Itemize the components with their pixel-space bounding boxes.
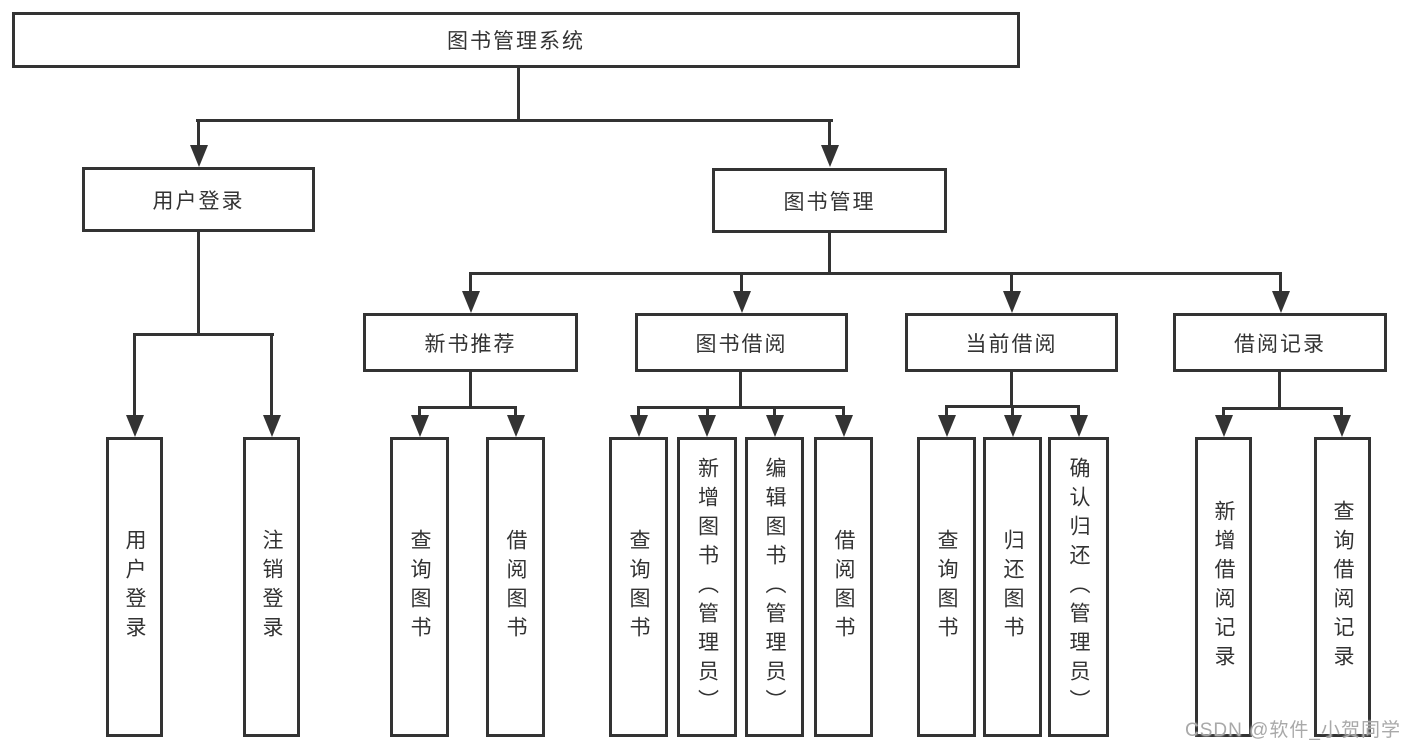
leaf-records-query-borrow-record: 查询借阅记录 <box>1314 437 1371 737</box>
connector-drop-current-return <box>1011 405 1014 417</box>
leaf-borrowing-add-books-admin: 新增图书（管理员） <box>677 437 737 737</box>
csdn-watermark: CSDN @软件_小贺同学 <box>1185 720 1401 741</box>
connector-borrowing-stem <box>739 372 742 409</box>
connector-drop-borrowing-add <box>706 406 709 417</box>
arrowhead-book-borrow <box>733 291 751 313</box>
connector-drop-newbook-query <box>418 406 421 417</box>
connector-drop-current-borrow <box>1010 272 1013 292</box>
connector-records-crossbar <box>1222 407 1342 410</box>
arrowhead-current-query <box>938 415 956 437</box>
node-library-management-system: 图书管理系统 <box>12 12 1020 68</box>
connector-drop-current-confirm <box>1077 405 1080 417</box>
leaf-borrowing-borrow-books: 借阅图书 <box>814 437 873 737</box>
connector-drop-book-borrow <box>740 272 743 292</box>
leaf-logout: 注销登录 <box>243 437 300 737</box>
connector-drop-book-management <box>828 119 831 147</box>
connector-drop-newbook-borrow <box>514 406 517 417</box>
arrowhead-current-return <box>1004 415 1022 437</box>
connector-borrowing-crossbar <box>637 406 845 409</box>
arrowhead-borrowing-edit <box>766 415 784 437</box>
connector-drop-user-login <box>197 119 200 147</box>
node-book-management: 图书管理 <box>712 168 947 233</box>
connector-drop-borrowing-edit <box>773 406 776 417</box>
connector-drop-login-leaf <box>133 333 136 415</box>
connector-book-mgmt-crossbar <box>469 272 1282 275</box>
connector-drop-records-add <box>1222 407 1225 417</box>
arrowhead-user-login <box>190 145 208 167</box>
connector-drop-borrow-records <box>1279 272 1282 292</box>
arrowhead-borrowing-borrow <box>835 415 853 437</box>
leaf-user-login: 用户登录 <box>106 437 163 737</box>
arrowhead-borrow-records <box>1272 291 1290 313</box>
connector-newbook-stem <box>469 372 472 409</box>
arrowhead-borrowing-query <box>630 415 648 437</box>
node-current-borrowing: 当前借阅 <box>905 313 1118 372</box>
arrowhead-new-book <box>462 291 480 313</box>
arrowhead-current-borrow <box>1003 291 1021 313</box>
leaf-current-return-books: 归还图书 <box>983 437 1042 737</box>
leaf-current-confirm-return-admin: 确认归还（管理员） <box>1048 437 1109 737</box>
arrowhead-records-query <box>1333 415 1351 437</box>
connector-drop-records-query <box>1340 407 1343 417</box>
connector-user-login-crossbar <box>133 333 274 336</box>
arrowhead-borrowing-add <box>698 415 716 437</box>
leaf-recommend-query-books: 查询图书 <box>390 437 449 737</box>
node-new-book-recommendation: 新书推荐 <box>363 313 578 372</box>
leaf-recommend-borrow-books: 借阅图书 <box>486 437 545 737</box>
connector-drop-new-book <box>469 272 472 292</box>
connector-user-login-stem <box>197 232 200 336</box>
connector-newbook-crossbar <box>418 406 517 409</box>
node-borrowing-records: 借阅记录 <box>1173 313 1387 372</box>
arrowhead-current-confirm <box>1070 415 1088 437</box>
arrowhead-records-add <box>1215 415 1233 437</box>
leaf-borrowing-query-books: 查询图书 <box>609 437 668 737</box>
arrowhead-login-leaf <box>126 415 144 437</box>
connector-drop-current-query <box>945 405 948 417</box>
arrowhead-logout-leaf <box>263 415 281 437</box>
arrowhead-newbook-borrow <box>507 415 525 437</box>
connector-records-stem <box>1278 372 1281 410</box>
leaf-records-add-borrow-record: 新增借阅记录 <box>1195 437 1252 737</box>
connector-current-stem <box>1010 372 1013 408</box>
connector-root-crossbar <box>196 119 833 122</box>
node-user-login: 用户登录 <box>82 167 315 232</box>
connector-drop-borrowing-borrow <box>842 406 845 417</box>
connector-book-mgmt-stem <box>828 233 831 275</box>
node-book-borrowing: 图书借阅 <box>635 313 848 372</box>
connector-drop-logout-leaf <box>270 333 273 415</box>
leaf-current-query-books: 查询图书 <box>917 437 976 737</box>
connector-root-stem <box>517 68 520 122</box>
arrowhead-book-management <box>821 145 839 167</box>
leaf-borrowing-edit-books-admin: 编辑图书（管理员） <box>745 437 804 737</box>
arrowhead-newbook-query <box>411 415 429 437</box>
connector-drop-borrowing-query <box>637 406 640 417</box>
